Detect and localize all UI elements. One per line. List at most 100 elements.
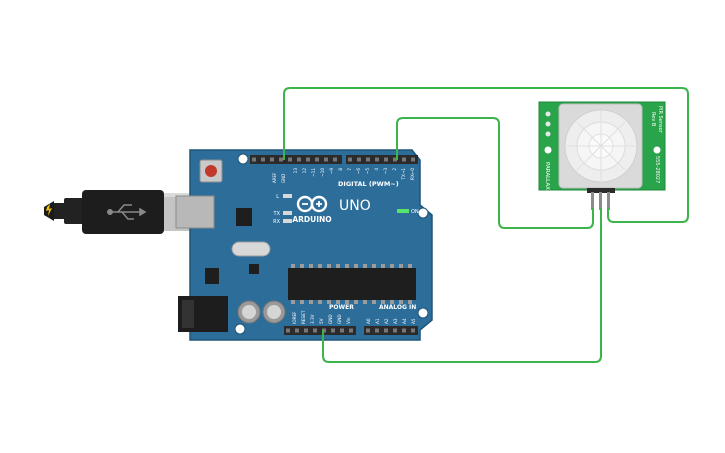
header-hole[interactable] [348,157,352,162]
pir-title-label: PIR Sensor [657,106,663,134]
header-hole[interactable] [313,328,317,333]
header-hole[interactable] [411,157,415,162]
header-hole[interactable] [384,157,388,162]
led-rx-label: RX [273,219,280,225]
chip-leg [345,300,349,304]
wire-signal[interactable] [396,117,594,229]
pir-mount-hole [544,146,552,154]
aref-label: AREF [272,172,277,183]
chip-leg [381,300,385,304]
header-hole[interactable] [306,157,310,162]
header-hole[interactable] [384,328,388,333]
power-header [284,326,356,335]
power-label: POWER [329,304,354,311]
chip-leg [291,300,295,304]
pir-sensor[interactable]: PARALLAX PIR Sensor Rev B 555-28027 [538,101,666,210]
gnd-label: GND [281,174,286,183]
header-hole[interactable] [402,328,406,333]
analog-pin-label: A5 [411,318,416,324]
reset-button[interactable] [199,159,223,183]
header-hole[interactable] [279,157,283,162]
header-hole[interactable] [315,157,319,162]
header-hole[interactable] [288,157,292,162]
header-hole[interactable] [261,157,265,162]
digital-pin-label: TX→1 [401,168,406,181]
brand-label: ARDUINO [292,215,331,224]
analog-pin-label: A4 [402,318,407,324]
chip-leg [354,264,358,268]
chip-leg [390,300,394,304]
chip-leg [291,264,295,268]
wire-gnd[interactable] [283,87,689,223]
header-hole[interactable] [295,328,299,333]
chip-leg [354,300,358,304]
power-pin-label: IOREF [292,311,297,324]
header-hole[interactable] [393,157,397,162]
header-hole[interactable] [411,328,415,333]
header-hole[interactable] [270,157,274,162]
analog-label: ANALOG IN [379,304,416,311]
pir-pin-markers [545,111,551,137]
on-label: ON [411,209,419,215]
analog-header [364,326,418,335]
header-hole[interactable] [331,328,335,333]
led-tx-label: TX [273,211,281,217]
small-chip [249,264,259,274]
chip-leg [381,264,385,268]
chip-leg [372,264,376,268]
analog-pin-label: A1 [375,318,380,324]
analog-pin-label: A0 [366,318,371,324]
header-hole[interactable] [366,328,370,333]
pir-rev-label: Rev B [650,112,656,127]
chip-leg [408,300,412,304]
power-pin-label: 5V [319,318,324,324]
header-hole[interactable] [324,157,328,162]
digital-pin-label: ~3 [383,168,388,175]
pir-pins [587,188,615,210]
power-pin-label: 3.3V [310,314,315,324]
power-pin-label: RESET [301,310,306,324]
status-leds [283,194,409,223]
header-hole[interactable] [357,157,361,162]
power-jack [178,296,228,332]
arduino-uno-board[interactable]: L TX RX ON ARDUINO UNO DIGITAL (PWM~) AR… [175,149,433,341]
digital-header [250,155,418,164]
crystal-oscillator [231,241,271,257]
chip-leg [363,300,367,304]
analog-pin-label: A3 [393,318,398,324]
chip-leg [327,264,331,268]
digital-pin-label: ~6 [356,168,361,175]
power-pin-label: GND [328,314,333,324]
digital-pin-label: 2 [392,168,397,171]
header-hole[interactable] [286,328,290,333]
digital-label: DIGITAL (PWM~) [338,180,399,188]
chip-leg [309,300,313,304]
lightning-icon [46,204,52,216]
usb-socket [175,195,215,229]
digital-pin-label: ~9 [329,168,334,175]
header-hole[interactable] [366,157,370,162]
header-hole[interactable] [349,328,353,333]
usb-chip [236,208,252,226]
header-hole[interactable] [375,157,379,162]
digital-pin-label: 7 [347,168,352,171]
usb-icon [107,204,147,220]
header-hole[interactable] [375,328,379,333]
chip-leg [399,300,403,304]
header-hole[interactable] [340,328,344,333]
header-hole[interactable] [333,157,337,162]
wire-5v[interactable] [322,208,602,363]
chip-leg [327,300,331,304]
header-hole[interactable] [304,328,308,333]
header-hole[interactable] [252,157,256,162]
header-hole[interactable] [297,157,301,162]
header-hole[interactable] [402,157,406,162]
chip-leg [309,264,313,268]
header-hole[interactable] [393,328,397,333]
digital-pin-label: ~10 [320,168,325,177]
arduino-logo [296,195,328,213]
